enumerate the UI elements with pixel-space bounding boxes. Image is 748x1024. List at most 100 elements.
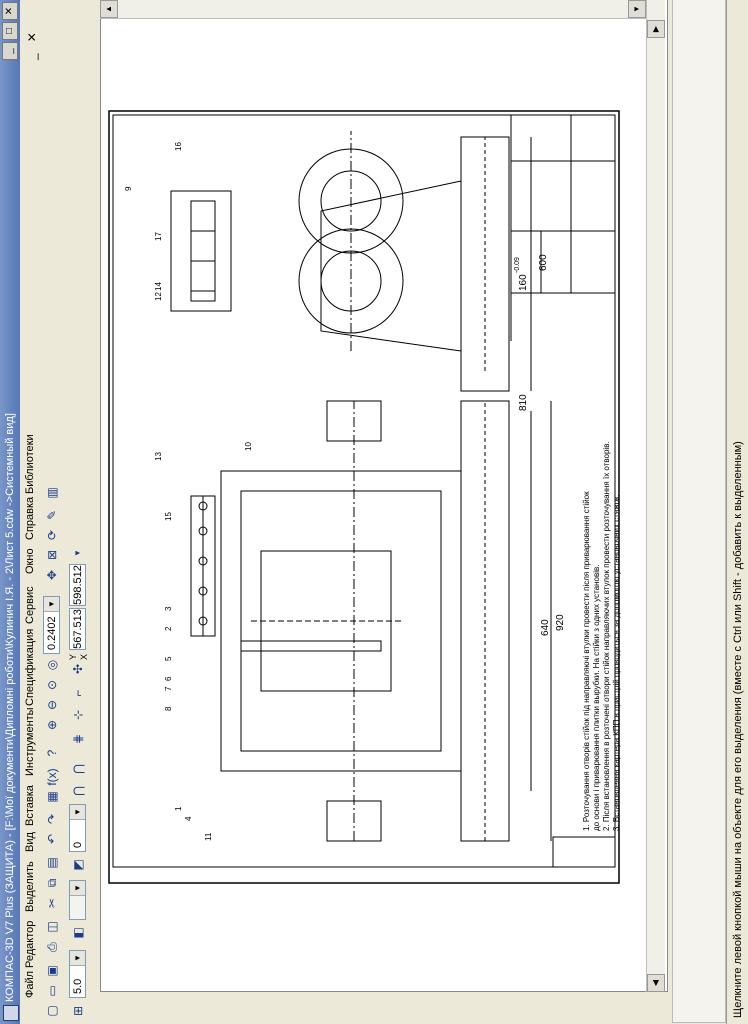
dim-160-tol: -0.09 bbox=[514, 257, 521, 273]
new-document-icon[interactable]: ▢ bbox=[45, 1005, 59, 1017]
coord-axis-y: Y bbox=[68, 653, 78, 660]
scroll-down-icon[interactable]: ▼ bbox=[628, 0, 646, 18]
menu-service[interactable]: Сервис bbox=[24, 586, 36, 624]
layer-icon[interactable]: ◩ bbox=[71, 859, 85, 871]
stamp-left bbox=[552, 836, 616, 868]
layers-icon[interactable]: ▥ bbox=[45, 487, 59, 499]
menu-specification[interactable]: Спецификация bbox=[24, 628, 36, 706]
cut-icon[interactable]: ✂ bbox=[45, 897, 59, 909]
scroll-right-icon[interactable]: ▶ bbox=[647, 20, 665, 38]
close-icon[interactable]: ✕ bbox=[2, 2, 18, 20]
open-icon[interactable]: ▭ bbox=[45, 985, 59, 997]
menu-insert[interactable]: Вставка bbox=[24, 785, 36, 826]
zoom-in-icon[interactable]: ⊕ bbox=[45, 719, 59, 731]
leader-2: 2 bbox=[164, 626, 173, 631]
status-text: Щелкните левой кнопкой мыши на объекте д… bbox=[732, 441, 744, 1018]
current-state-toolbar: ⊞ 5.0 ▼ ◧ ▼ ◩ 0 ▼ ⋂ ⋂ ⋕ ⊹ ⌐ ✣ Y X 567.51… bbox=[66, 0, 92, 1024]
menu-file[interactable]: Файл bbox=[24, 970, 36, 998]
zoom-window-icon[interactable]: ⊙ bbox=[45, 679, 59, 691]
vertical-scrollbar[interactable]: ▲ ▼ bbox=[100, 0, 646, 19]
flange-housing-right bbox=[170, 190, 232, 312]
note-1: 1. Розточування отворів стійок під напра… bbox=[582, 491, 591, 831]
leader-7: 7 bbox=[164, 686, 173, 691]
title-bar: КОМПАС-3D V7 Plus (ЗАЩИТА) - [F:\Мої док… bbox=[0, 0, 20, 1024]
bore-left bbox=[298, 228, 404, 334]
bracket bbox=[320, 180, 462, 352]
note-2: 2. Після встановлення в розточені отвори… bbox=[602, 441, 611, 831]
step-combo[interactable]: ▼ bbox=[69, 880, 86, 920]
zoom-combo[interactable]: 0.2402 ▼ bbox=[43, 596, 60, 654]
leader-1: 1 bbox=[174, 806, 183, 811]
function-icon[interactable]: f(x) bbox=[45, 768, 59, 786]
help-pointer-icon[interactable]: ? bbox=[45, 749, 59, 757]
frame-stand bbox=[220, 470, 462, 772]
drawing-svg: 810 640 920 600 160 -0.09 1. Розточуванн… bbox=[108, 110, 621, 884]
property-panel bbox=[672, 0, 726, 1023]
leader-4: 4 bbox=[184, 816, 193, 821]
leader-5: 5 bbox=[164, 656, 173, 661]
menu-libraries[interactable]: Библиотеки bbox=[24, 434, 36, 494]
leader-16: 16 bbox=[174, 142, 183, 151]
layer-combo[interactable]: 0 ▼ bbox=[69, 804, 86, 852]
maximize-icon[interactable]: □ bbox=[2, 22, 18, 40]
standard-toolbar: ▢ ▭ ▣ ⎙ ◫ ✂ ⧉ ▤ ↶ ↷ ▦ f(x) ? ⊕ ⊖ ⊙ ◎ 0.2… bbox=[40, 0, 66, 1024]
note-3: 3. Встановлення картера КПП в пристрій п… bbox=[612, 494, 621, 831]
show-all-icon[interactable]: ⊠ bbox=[45, 549, 59, 561]
copy-icon[interactable]: ⧉ bbox=[45, 878, 59, 888]
magnet-icon[interactable]: ⋂ bbox=[71, 786, 85, 796]
cursor-coords-icon[interactable]: ✣ bbox=[71, 663, 85, 675]
coord-x-field[interactable]: 567.513 bbox=[69, 608, 86, 650]
leader-6: 6 bbox=[164, 676, 173, 681]
coord-y-value: 598.512 bbox=[72, 565, 84, 605]
chevron-down-icon[interactable]: ▼ bbox=[44, 597, 59, 612]
coord-x-value: 567.513 bbox=[72, 609, 84, 649]
undo-icon[interactable]: ↶ bbox=[45, 833, 59, 845]
redo-icon[interactable]: ↷ bbox=[45, 813, 59, 825]
magnet-settings-icon[interactable]: ⋂ bbox=[71, 764, 85, 774]
coord-y-field[interactable]: 598.512 bbox=[69, 564, 86, 606]
chevron-down-icon[interactable]: ▼ bbox=[70, 881, 85, 896]
horizontal-scrollbar[interactable]: ◀ ▶ bbox=[646, 0, 665, 992]
chevron-down-icon[interactable]: ▼ bbox=[70, 805, 85, 820]
ortho-icon[interactable]: ⌐ bbox=[71, 689, 85, 697]
print-icon[interactable]: ⎙ bbox=[45, 942, 59, 952]
chevron-down-icon[interactable]: ▼ bbox=[73, 549, 82, 557]
dim-160: 160 bbox=[518, 274, 529, 291]
scroll-up-icon[interactable]: ▲ bbox=[100, 0, 118, 18]
menu-window[interactable]: Окно bbox=[24, 548, 36, 574]
scroll-left-icon[interactable]: ◀ bbox=[647, 974, 665, 992]
menu-tools[interactable]: Инструменты bbox=[24, 707, 36, 776]
refresh-icon[interactable]: ⟳ bbox=[45, 529, 59, 541]
zoom-scale-icon[interactable]: ◎ bbox=[45, 659, 59, 671]
inner-frame bbox=[112, 114, 616, 868]
grid-icon[interactable]: ⋕ bbox=[71, 733, 85, 745]
leader-14: 14 bbox=[154, 282, 163, 291]
drawing-canvas[interactable]: 810 640 920 600 160 -0.09 1. Розточуванн… bbox=[100, 0, 668, 992]
scale-combo[interactable]: 5.0 ▼ bbox=[69, 950, 86, 998]
leader-10: 10 bbox=[244, 442, 253, 451]
menu-view[interactable]: Вид bbox=[24, 832, 36, 852]
chevron-down-icon[interactable]: ▼ bbox=[70, 951, 85, 966]
bushing-right bbox=[326, 400, 382, 442]
menu-help[interactable]: Справка bbox=[24, 496, 36, 540]
bushing-left bbox=[326, 800, 382, 842]
preview-icon[interactable]: ◫ bbox=[45, 921, 59, 933]
menu-select[interactable]: Выделить bbox=[24, 861, 36, 912]
minimize-icon[interactable]: _ bbox=[2, 42, 18, 60]
snap-icon[interactable]: ⊞ bbox=[71, 1005, 85, 1017]
color-icon[interactable]: ✎ bbox=[45, 509, 59, 521]
mdi-minimize-icon[interactable]: _ bbox=[25, 53, 39, 60]
layer-state-icon[interactable]: ◧ bbox=[71, 927, 85, 939]
paste-icon[interactable]: ▤ bbox=[45, 857, 59, 869]
save-icon[interactable]: ▣ bbox=[45, 965, 59, 977]
menu-edit[interactable]: Редактор bbox=[24, 920, 36, 968]
local-cs-icon[interactable]: ⊹ bbox=[71, 709, 85, 721]
layer-value: 0 bbox=[72, 841, 84, 848]
manager-icon[interactable]: ▦ bbox=[45, 791, 59, 803]
mdi-close-icon[interactable]: ✕ bbox=[25, 32, 39, 43]
leader-8: 8 bbox=[164, 706, 173, 711]
zoom-out-icon[interactable]: ⊖ bbox=[45, 699, 59, 711]
window-controls: _ □ ✕ bbox=[2, 2, 18, 60]
pan-icon[interactable]: ✥ bbox=[45, 569, 59, 581]
dim-810: 810 bbox=[518, 394, 529, 411]
